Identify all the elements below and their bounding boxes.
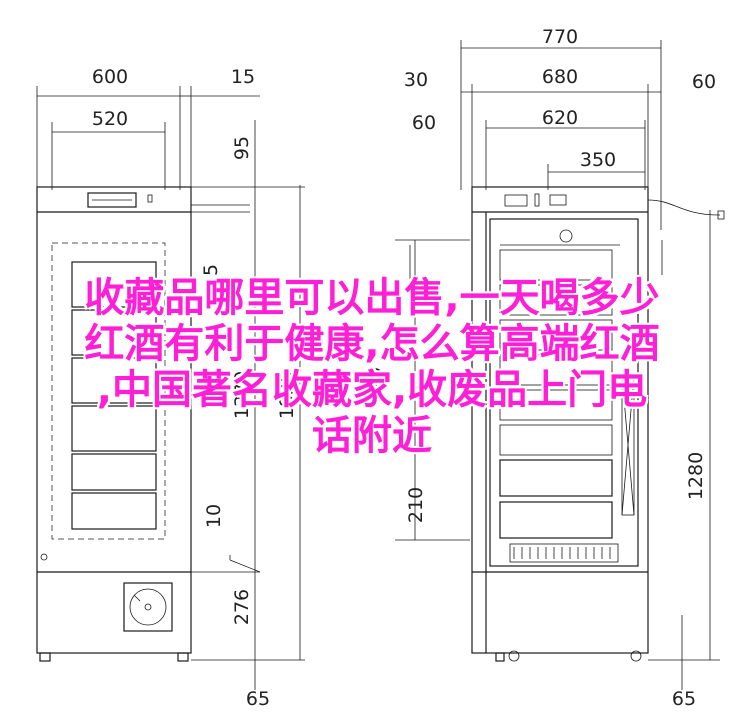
watermark-line-4: 话附近 bbox=[312, 413, 432, 459]
watermark-line-2: 红酒有利于健康,怎么算高端红酒 bbox=[84, 321, 660, 367]
dim-620: 620 bbox=[542, 107, 578, 129]
dim-65-left: 65 bbox=[246, 688, 270, 710]
dim-210: 210 bbox=[405, 487, 427, 523]
side-drawers bbox=[499, 244, 620, 539]
dim-30: 30 bbox=[404, 69, 428, 91]
dim-65-right: 65 bbox=[672, 688, 696, 710]
dim-276: 276 bbox=[231, 589, 253, 625]
dim-60-right: 60 bbox=[692, 71, 716, 93]
dim-520: 520 bbox=[92, 108, 128, 130]
dim-1280: 1280 bbox=[685, 452, 707, 500]
dim-680: 680 bbox=[542, 66, 578, 88]
dim-350: 350 bbox=[580, 149, 616, 171]
dim-15: 15 bbox=[231, 66, 255, 88]
dim-600: 600 bbox=[92, 66, 128, 88]
dim-120: 120 bbox=[364, 367, 386, 403]
dim-60-left: 60 bbox=[412, 112, 436, 134]
vent-slots bbox=[513, 547, 611, 559]
dim-95: 95 bbox=[231, 136, 253, 160]
dim-10: 10 bbox=[203, 504, 225, 528]
dim-770: 770 bbox=[542, 26, 578, 48]
dim-5: 5 bbox=[200, 264, 222, 276]
dim-1835: 1835 bbox=[276, 371, 298, 419]
drawer-stack bbox=[71, 261, 157, 530]
watermark-line-1: 收藏品哪里可以出售,一天喝多少 bbox=[84, 275, 660, 321]
watermark-line-3: ,中国著名收藏家,收废品上门电 bbox=[96, 367, 648, 413]
front-view bbox=[36, 86, 305, 690]
side-view bbox=[395, 40, 725, 690]
dim-1370: 1370 bbox=[231, 371, 253, 419]
